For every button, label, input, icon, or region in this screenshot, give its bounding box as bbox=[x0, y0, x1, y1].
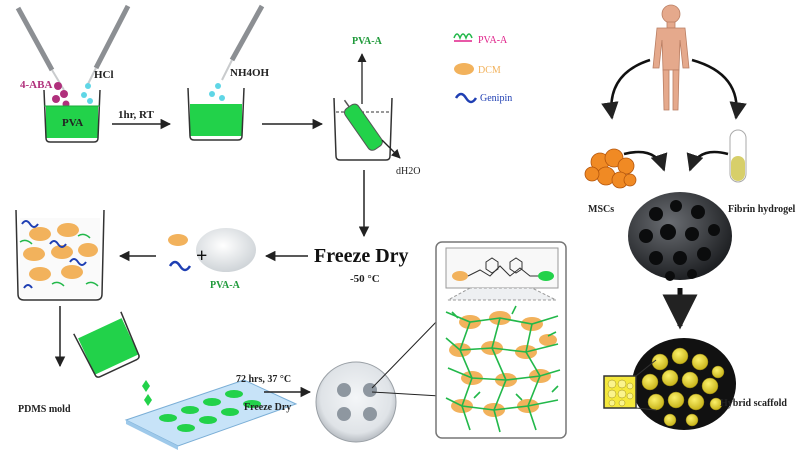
arrow-to-fibrin bbox=[691, 58, 747, 120]
pva-a-icon bbox=[453, 33, 473, 42]
powder-label: PVA-A bbox=[210, 280, 241, 291]
temp-label: -50 °C bbox=[350, 273, 380, 285]
freeze-dry-label: Freeze Dry bbox=[314, 245, 409, 267]
genipin-icon bbox=[454, 92, 478, 104]
green-drops bbox=[142, 380, 152, 406]
legend-genipin: Genipin bbox=[480, 93, 512, 104]
nh4oh-label: NH4OH bbox=[230, 67, 270, 79]
pipette-nh4oh bbox=[221, 4, 265, 81]
aba-drops bbox=[52, 82, 70, 108]
hydrogel-network bbox=[445, 305, 561, 433]
aba-label: 4-ABA bbox=[20, 79, 52, 91]
arrow-fibrin-to-scaffold bbox=[686, 150, 729, 172]
pipette-left bbox=[15, 6, 65, 91]
arrow-dh2o bbox=[381, 139, 401, 159]
dcm-drop-icon bbox=[168, 234, 188, 246]
fibrin-label: Fibrin hydrogel bbox=[728, 204, 796, 215]
pdms-label: PDMS mold bbox=[18, 404, 71, 415]
cure-label: 72 hrs, 37 °C bbox=[236, 374, 291, 385]
hybrid-label: Hybrid scaffold bbox=[720, 398, 787, 409]
nh4oh-drops bbox=[209, 83, 225, 101]
hcl-drops bbox=[81, 83, 93, 104]
beaker-mix bbox=[15, 209, 105, 301]
fibrin-tube-icon bbox=[729, 129, 747, 183]
petri-dish bbox=[315, 361, 397, 443]
chemical-structure bbox=[445, 247, 559, 289]
cure2-label: Freeze Dry bbox=[244, 402, 291, 413]
legend-dcm: DCM bbox=[478, 65, 501, 76]
pva-a-top-label: PVA-A bbox=[352, 36, 383, 47]
hybrid-scaffold-icon bbox=[603, 338, 736, 430]
beaker-pour bbox=[73, 311, 140, 378]
beaker-nh4oh bbox=[187, 87, 245, 141]
genipin-drop-icon bbox=[168, 260, 192, 272]
powder-icon bbox=[196, 228, 256, 272]
dialysis-bag bbox=[343, 99, 383, 151]
step1-label: 1hr, RT bbox=[118, 109, 155, 121]
hcl-label: HCl bbox=[94, 69, 114, 81]
beaker-pva bbox=[43, 89, 101, 143]
legend: PVA-A DCM Genipin bbox=[453, 33, 512, 104]
porous-scaffold-icon bbox=[628, 192, 732, 281]
mscs-cluster-icon bbox=[584, 148, 637, 189]
legend-pva-a: PVA-A bbox=[478, 35, 508, 46]
human-figure-icon bbox=[652, 4, 690, 111]
pdms-mold bbox=[124, 379, 298, 450]
mscs-label: MSCs bbox=[588, 204, 614, 215]
zoom-line-2 bbox=[371, 391, 441, 397]
dh2o-label: dH2O bbox=[396, 166, 420, 177]
zoom-line-1 bbox=[371, 317, 441, 389]
pva-label: PVA bbox=[62, 117, 83, 129]
network-panel bbox=[435, 241, 567, 439]
arrow-to-mscs bbox=[601, 58, 651, 120]
arrow-mscs-to-scaffold bbox=[623, 150, 668, 172]
dcm-icon bbox=[454, 63, 474, 75]
plus-sign: + bbox=[196, 245, 207, 267]
